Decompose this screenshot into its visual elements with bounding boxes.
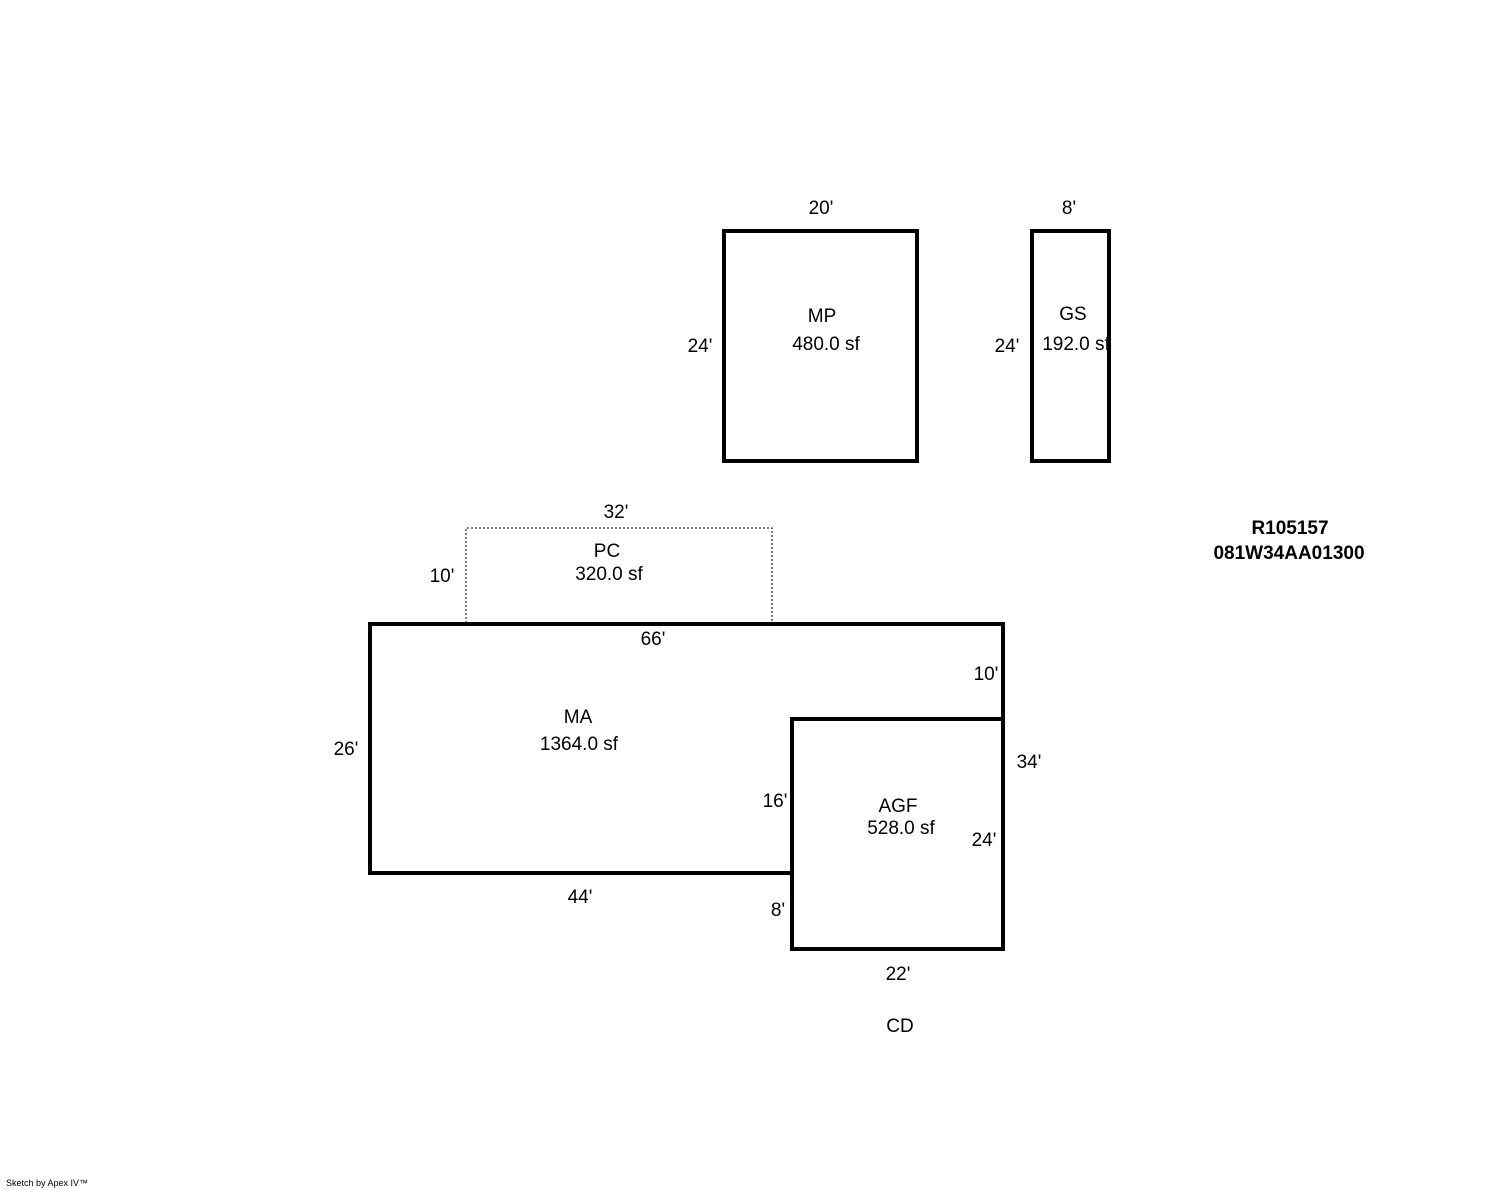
- agf-code-label: AGF: [878, 796, 917, 817]
- mp-code-label: MP: [808, 306, 837, 327]
- ma-left-dimension: 26': [334, 739, 359, 760]
- pc-code-label: PC: [594, 541, 620, 562]
- pc-top-dimension: 32': [604, 502, 629, 523]
- pc-outline: [465, 527, 773, 623]
- gs-outline: [1030, 229, 1111, 463]
- agf-bottom-dimension: 22': [886, 964, 911, 985]
- pc-area-label: 320.0 sf: [575, 564, 643, 585]
- ma-bottom-dimension: 44': [568, 887, 593, 908]
- mp-area-label: 480.0 sf: [792, 334, 860, 355]
- gs-side-dimension: 24': [995, 336, 1020, 357]
- agf-outline: [790, 717, 1005, 951]
- parcel-map-number: 081W34AA01300: [1213, 543, 1364, 564]
- agf-right-inner-dimension: 24': [972, 830, 997, 851]
- ma-inner-dimension: 16': [763, 791, 788, 812]
- gs-code-label: GS: [1059, 304, 1086, 325]
- sketch-credit: Sketch by Apex IV™: [6, 1178, 88, 1188]
- gs-area-label: 192.0 sf: [1042, 334, 1110, 355]
- agf-left-lower-dimension: 8': [771, 900, 785, 921]
- ma-area-label: 1364.0 sf: [540, 734, 619, 755]
- pc-side-dimension: 10': [430, 566, 455, 587]
- ma-top-dimension: 66': [641, 629, 666, 650]
- parcel-id: R105157: [1251, 518, 1328, 539]
- mp-side-dimension: 24': [688, 336, 713, 357]
- ma-outline: [368, 622, 1005, 875]
- agf-area-label: 528.0 sf: [867, 818, 935, 839]
- ma-code-label: MA: [564, 707, 593, 728]
- mp-outline: [722, 229, 919, 463]
- cd-label: CD: [886, 1016, 913, 1037]
- gs-top-dimension: 8': [1062, 198, 1076, 219]
- mp-top-dimension: 20': [809, 198, 834, 219]
- ma-right-upper-dimension: 10': [974, 664, 999, 685]
- agf-right-total-dimension: 34': [1017, 752, 1042, 773]
